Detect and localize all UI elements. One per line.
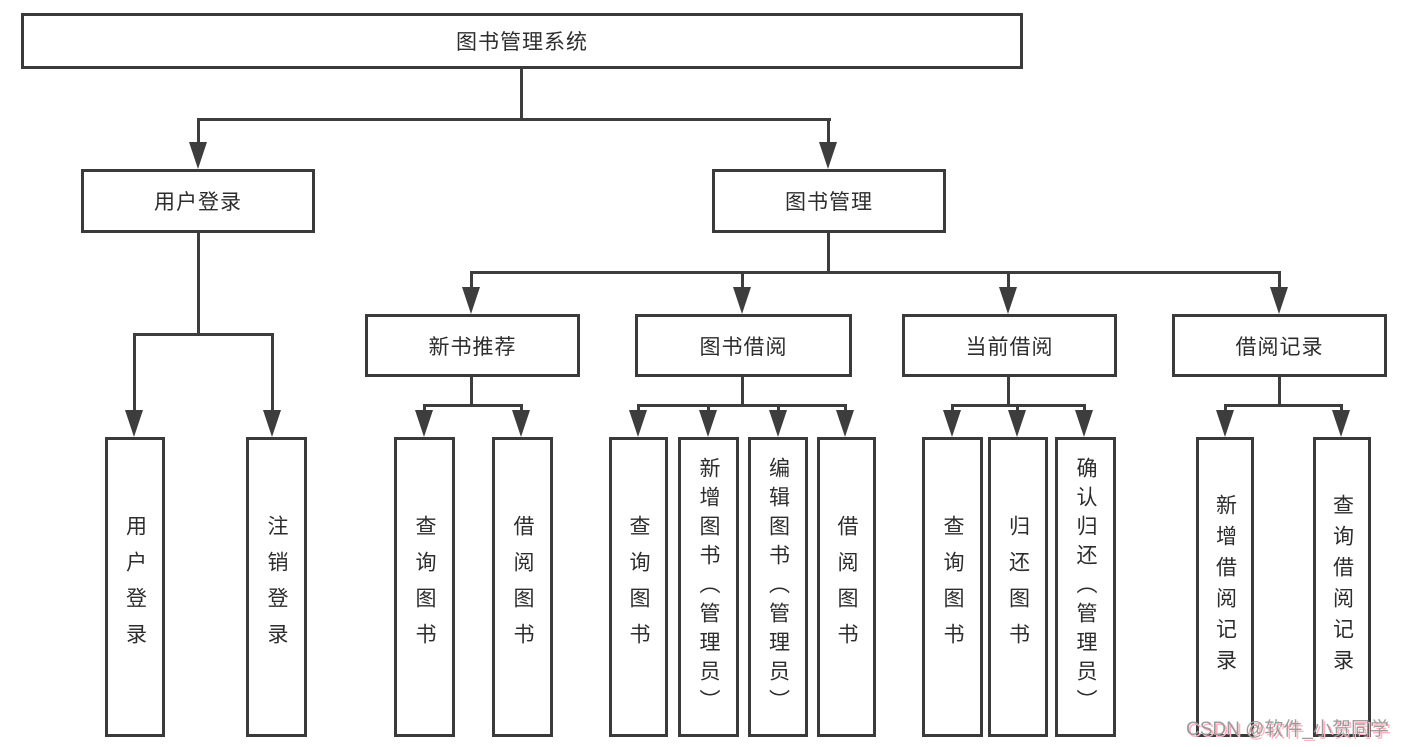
arrow-down-icon [836, 410, 854, 437]
arrow-down-icon [699, 410, 717, 437]
connector-login-drop-1 [133, 333, 136, 411]
connector-mgmt-drop-2 [741, 271, 744, 288]
csdn-watermark: CSDN @软件_小贺同学 [1186, 719, 1389, 740]
leaf-add-book-admin-label: 新增图书（管理员） [697, 456, 721, 718]
connector-groupD-stem [1007, 377, 1010, 406]
arrow-down-icon [512, 410, 530, 437]
connector-groupD-drop-2 [1016, 404, 1019, 411]
connector-mgmt-drop-4 [1278, 271, 1281, 288]
connector-groupD-drop-3 [1083, 404, 1086, 411]
connector-groupC-drop-2 [707, 404, 710, 411]
leaf-logout: 注销登录 [246, 437, 307, 737]
connector-groupC-drop-1 [637, 404, 640, 411]
connector-login-hbar [134, 333, 274, 336]
arrow-down-icon [733, 287, 751, 314]
leaf-return-book: 归还图书 [988, 437, 1048, 737]
node-root: 图书管理系统 [21, 13, 1023, 69]
arrow-down-icon [263, 410, 281, 437]
node-book-management: 图书管理 [712, 169, 946, 233]
leaf-user-login-label: 用户登录 [123, 515, 148, 659]
connector-groupB-stem [470, 377, 473, 406]
connector-mgmt-stem [827, 233, 830, 273]
arrow-down-icon [189, 142, 207, 169]
arrow-down-icon [462, 287, 480, 314]
node-borrow-record: 借阅记录 [1172, 314, 1387, 377]
node-book-management-label: 图书管理 [785, 190, 873, 214]
leaf-recommend-query-book-label: 查询图书 [413, 515, 437, 659]
leaf-borrow-book-label: 借阅图书 [835, 515, 859, 659]
connector-root-drop-left [197, 118, 200, 144]
node-current-borrow: 当前借阅 [902, 314, 1117, 377]
arrow-down-icon [415, 410, 433, 437]
node-current-borrow-label: 当前借阅 [965, 334, 1054, 359]
arrow-down-icon [1216, 410, 1234, 437]
connector-mgmt-hbar [472, 271, 1280, 274]
connector-groupE-hbar [1224, 404, 1343, 407]
connector-groupD-drop-1 [951, 404, 954, 411]
leaf-recommend-query-book: 查询图书 [394, 437, 455, 737]
leaf-current-query-book-label: 查询图书 [941, 515, 965, 659]
arrow-down-icon [999, 287, 1017, 314]
leaf-query-borrow-record-label: 查询借阅记录 [1330, 494, 1355, 680]
leaf-recommend-borrow-book-label: 借阅图书 [511, 515, 535, 659]
connector-groupB-drop-1 [423, 404, 426, 411]
connector-login-stem [197, 233, 200, 335]
arrow-down-icon [1008, 410, 1026, 437]
node-book-borrow: 图书借阅 [635, 314, 852, 377]
node-borrow-record-label: 借阅记录 [1235, 334, 1324, 359]
leaf-user-login: 用户登录 [105, 437, 165, 737]
leaf-add-borrow-record: 新增借阅记录 [1196, 437, 1254, 737]
leaf-borrow-query-book: 查询图书 [609, 437, 668, 737]
leaf-recommend-borrow-book: 借阅图书 [492, 437, 553, 737]
connector-groupC-drop-4 [844, 404, 847, 411]
arrow-down-icon [1075, 410, 1093, 437]
leaf-edit-book-admin-label: 编辑图书（管理员） [766, 456, 791, 718]
leaf-add-borrow-record-label: 新增借阅记录 [1213, 494, 1238, 680]
leaf-confirm-return-admin: 确认归还（管理员） [1055, 437, 1116, 737]
arrow-down-icon [629, 410, 647, 437]
leaf-add-book-admin: 新增图书（管理员） [678, 437, 739, 737]
connector-groupC-drop-3 [777, 404, 780, 411]
node-book-borrow-label: 图书借阅 [699, 334, 788, 359]
arrow-down-icon [769, 410, 787, 437]
node-new-book-recommend-label: 新书推荐 [428, 334, 517, 359]
node-new-book-recommend: 新书推荐 [365, 314, 580, 377]
connector-mgmt-drop-3 [1007, 271, 1010, 288]
arrow-down-icon [1332, 410, 1350, 437]
leaf-confirm-return-admin-label: 确认归还（管理员） [1074, 456, 1098, 718]
connector-groupB-hbar [423, 404, 523, 407]
arrow-down-icon [819, 142, 837, 169]
node-user-login-label: 用户登录 [154, 190, 242, 214]
leaf-edit-book-admin: 编辑图书（管理员） [748, 437, 808, 737]
connector-root-stem [520, 69, 523, 118]
connector-mgmt-drop-1 [470, 271, 473, 288]
connector-groupE-drop-1 [1224, 404, 1227, 411]
arrow-down-icon [125, 410, 143, 437]
connector-groupC-stem [741, 377, 744, 406]
leaf-borrow-query-book-label: 查询图书 [627, 515, 651, 659]
connector-groupE-drop-2 [1340, 404, 1343, 411]
node-root-label: 图书管理系统 [456, 30, 588, 54]
arrow-down-icon [943, 410, 961, 437]
connector-root-drop-right [827, 118, 830, 144]
connector-groupE-stem [1278, 377, 1281, 406]
leaf-query-borrow-record: 查询借阅记录 [1313, 437, 1371, 737]
connector-groupB-drop-2 [520, 404, 523, 411]
leaf-current-query-book: 查询图书 [922, 437, 983, 737]
connector-login-drop-2 [271, 333, 274, 411]
connector-root-hbar [197, 118, 831, 121]
arrow-down-icon [1270, 287, 1288, 314]
leaf-logout-label: 注销登录 [265, 515, 289, 659]
leaf-borrow-book: 借阅图书 [817, 437, 876, 737]
node-user-login: 用户登录 [81, 169, 315, 233]
connector-groupC-hbar [637, 404, 847, 407]
leaf-return-book-label: 归还图书 [1006, 515, 1031, 659]
